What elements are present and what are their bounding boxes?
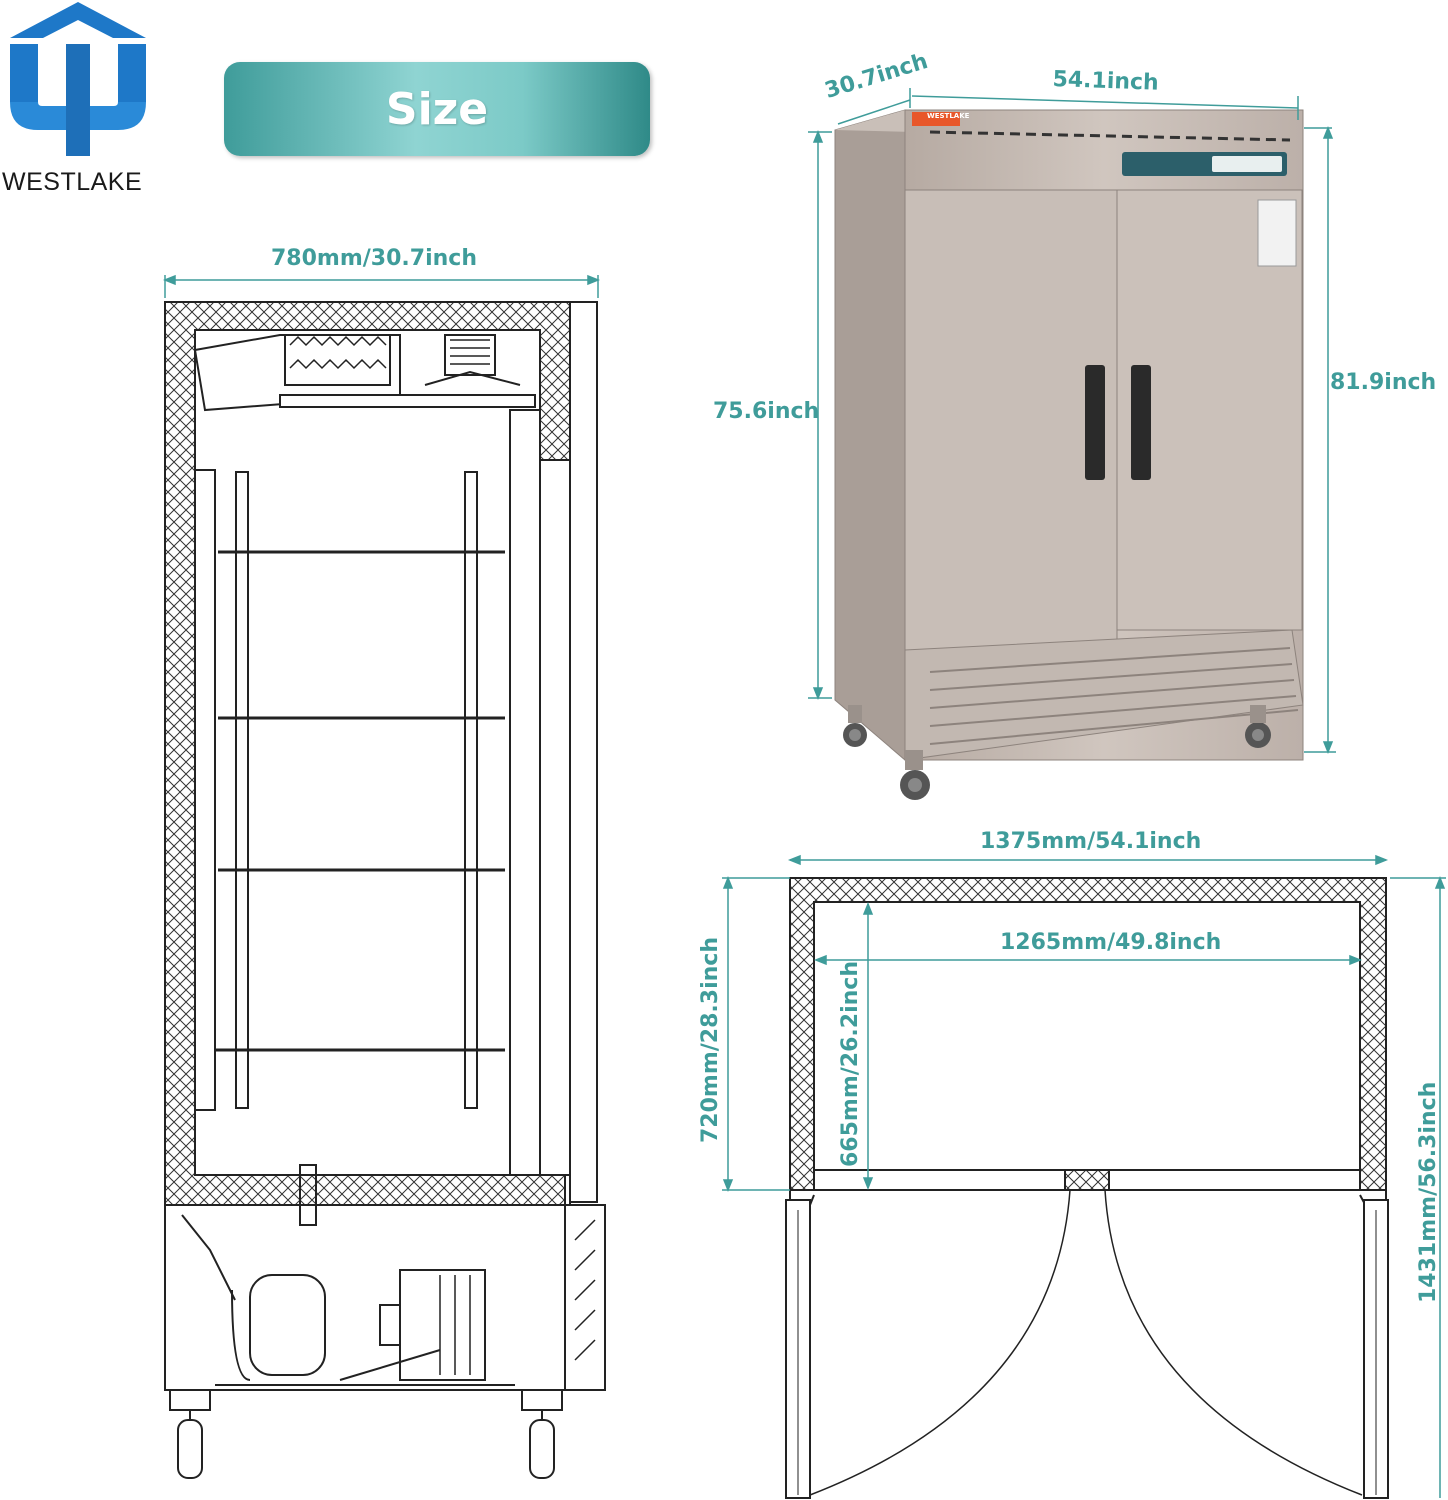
top-outer-depth-label: 720mm/28.3inch xyxy=(698,937,723,1143)
refrigerator-photo-body xyxy=(834,109,1304,800)
photo-dimension-lines xyxy=(808,88,1336,755)
top-outer-width-label: 1375mm/54.1inch xyxy=(980,829,1202,854)
photo-width-label: 54.1inch xyxy=(1052,67,1160,96)
photo-total-height-label: 81.9inch xyxy=(1330,370,1437,395)
size-banner: Size xyxy=(224,62,650,156)
size-banner-label: Size xyxy=(385,83,489,135)
photo-cabinet-height-label: 75.6inch xyxy=(713,399,820,424)
photo-badge-text: WESTLAKE xyxy=(927,112,970,120)
side-width-label: 780mm/30.7inch xyxy=(271,246,477,271)
top-view-drawing xyxy=(722,854,1446,1499)
top-inner-width-label: 1265mm/49.8inch xyxy=(1000,930,1222,955)
westlake-logo-icon xyxy=(10,2,146,156)
top-door-open-depth-label: 1431mm/56.3inch xyxy=(1416,1081,1441,1303)
side-view-drawing xyxy=(162,274,606,1479)
top-inner-depth-label: 665mm/26.2inch xyxy=(838,961,863,1167)
brand-name: WESTLAKE xyxy=(2,168,143,196)
